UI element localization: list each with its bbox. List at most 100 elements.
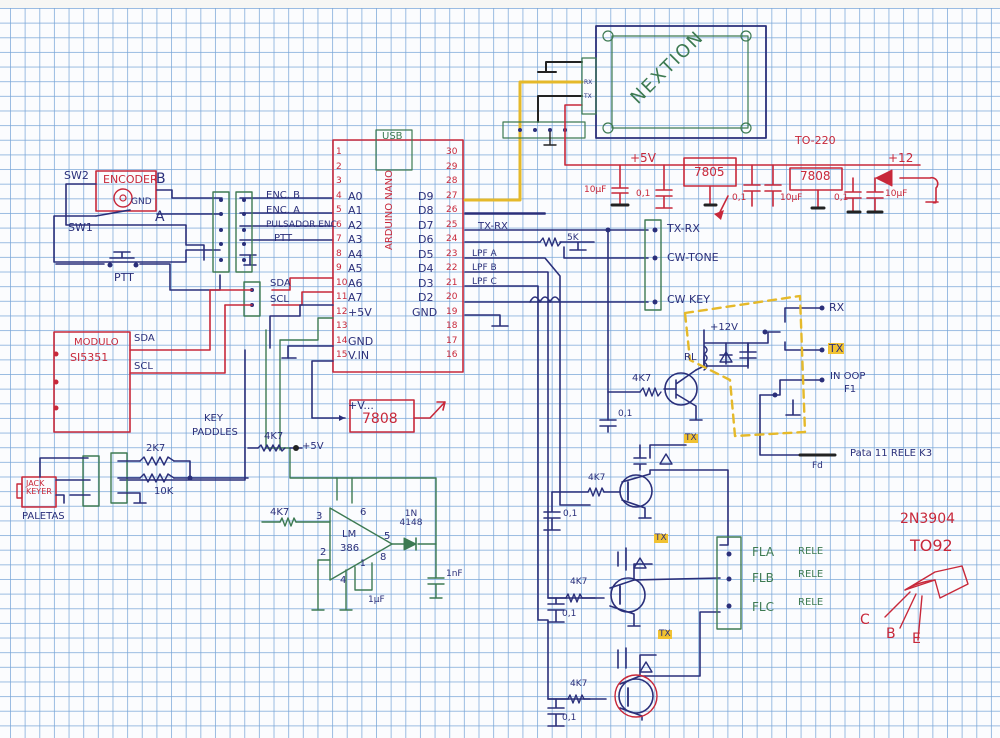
lpf-a-resistor-label: 4K7: [588, 473, 606, 483]
arduino-right-pin-name: D8: [418, 204, 434, 217]
lpf-a-transistor: [619, 474, 653, 508]
relay-k3-note: Pata 11 RELE K3: [850, 448, 933, 459]
encoder-pin-a: A: [155, 209, 165, 225]
filter-flc-type: RELE: [798, 597, 824, 608]
contact-f1: F1: [844, 384, 857, 395]
encoder-header-left: [212, 191, 230, 273]
encoder-pin-gnd: GND: [131, 197, 152, 207]
lm386-pin5: 5: [384, 531, 391, 542]
relay-dashed-outline: [683, 294, 807, 438]
encoder-title: ENCODER: [103, 173, 158, 186]
minus-label: -: [932, 195, 938, 211]
relay-rl-label: RL: [684, 352, 697, 363]
reg-7805-label: 7805: [694, 165, 725, 179]
lpf-b-cap-label: 0,1: [562, 609, 577, 619]
jack-keyer-label: JACK KEYER: [26, 479, 52, 496]
usb-label: USB: [382, 131, 403, 142]
si5351-title: MODULO: [74, 337, 119, 348]
i2c-header: [243, 281, 261, 317]
lpf-c-resistor-label: 4K7: [570, 679, 588, 689]
net-lpf-c: LPF C: [472, 277, 497, 287]
net-lpf-a: LPF A: [472, 249, 497, 259]
reg-7808-vin: +V...: [348, 399, 374, 412]
si5351-sda: SDA: [134, 333, 155, 344]
arduino-left-pin-number: 12: [336, 306, 348, 317]
resistor-2k7-label: 2K7: [146, 443, 166, 454]
net-scl: SCL: [270, 294, 289, 305]
transistor-part-label: 2N3904: [900, 511, 956, 527]
transistor-pin-e: E: [912, 631, 921, 647]
arduino-right-pin-number: 20: [446, 292, 458, 302]
arduino-right-pin-name: GND: [412, 305, 438, 319]
arduino-right-pin-number: 18: [446, 321, 458, 331]
header-cw-tone: CW-TONE: [667, 251, 719, 264]
net-ptt: PTT: [274, 233, 293, 244]
arduino-right-pin-name: D9: [418, 189, 434, 203]
net-enc-b: ENC. B: [266, 190, 300, 201]
lpf-b-transistor: [610, 577, 646, 613]
transistor-package-label: TO92: [910, 536, 953, 555]
lm386-rin-label: 4K7: [270, 507, 290, 518]
arduino-right-pin-name: D7: [418, 218, 434, 232]
lm386-pin3: 3: [316, 511, 323, 522]
reg-7808-label: 7808: [800, 169, 831, 183]
reg-7808-block-name: 7808: [362, 411, 398, 427]
header-tx-rx: TX-RX: [667, 222, 700, 235]
cap-label-4: 10µF: [780, 193, 803, 203]
lm386-pin8: 8: [380, 552, 387, 563]
arduino-right-pin-number: 28: [446, 176, 458, 186]
lm386-triangle: [329, 507, 393, 581]
arduino-left-pin-name: A4: [348, 247, 363, 261]
cap-label-5: 0,1: [834, 193, 849, 203]
arduino-name: ARDUINO NANO: [384, 170, 395, 250]
paper-edge: [0, 0, 1000, 8]
header-cw-key: CW KEY: [667, 293, 710, 306]
arduino-right-pin-name: D5: [418, 247, 434, 261]
arduino-left-pin-name: A5: [348, 262, 363, 275]
net-lpf-b: LPF B: [472, 263, 497, 273]
encoder-pin-b: B: [156, 171, 166, 187]
lm386-name-2: 386: [340, 543, 360, 554]
net-tx-rx: TX-RX: [478, 221, 508, 232]
arduino-right-pin-number: 29: [446, 161, 458, 172]
key-label: KEY: [204, 413, 223, 424]
diode-1n4148-label: 1N 4148: [399, 509, 423, 528]
arduino-left-pin-number: 14: [336, 335, 348, 346]
lpf-b-resistor-label: 4K7: [570, 577, 588, 587]
ptt-switch-label: PTT: [114, 271, 134, 284]
encoder-header-right: [235, 191, 253, 273]
cap-1uf-label: 1µF: [368, 595, 385, 605]
transistor-pin-b: B: [886, 626, 896, 642]
d9-yellow-wire: [463, 80, 584, 202]
sw1-label: SW1: [68, 221, 93, 234]
arduino-left-pin-name: GND: [348, 334, 374, 348]
si5351-part: SI5351: [70, 351, 109, 364]
cap-label-3: 0,1: [732, 193, 747, 203]
plus5v-label: +5V: [630, 151, 656, 165]
arduino-right-pin-name: D4: [418, 262, 434, 275]
encoder-wiring: [53, 183, 334, 291]
to92-body: [904, 565, 969, 599]
arduino-left-pin-number: 3: [336, 176, 342, 186]
transistor-pin-c: C: [860, 612, 870, 628]
arduino-left-pin-number: 2: [336, 161, 342, 172]
arduino-right-pin-name: D2: [418, 291, 434, 304]
contact-in-oop: IN OOP: [830, 371, 866, 382]
filter-flb-name: FLB: [752, 571, 774, 585]
relay-resistor-label: 4K7: [632, 373, 652, 384]
sw2-label: SW2: [64, 169, 89, 182]
usb-connector: [375, 129, 413, 171]
arduino-left-pin-number: 10: [336, 277, 348, 288]
cap-label-1: 10µF: [584, 185, 607, 195]
filter-fla-type: RELE: [798, 546, 824, 557]
filter-relay-header: [716, 536, 742, 630]
arduino-nano-outline: [332, 139, 464, 373]
arduino-left-pin-name: V.IN: [348, 349, 370, 362]
nextion-rx: RX: [584, 79, 593, 86]
lpf-c-cap-label: 0,1: [562, 713, 577, 723]
arduino-left-pin-name: A3: [348, 233, 363, 246]
si5351-scl: SCL: [134, 361, 153, 372]
pullup-5v-label: +5V: [302, 441, 324, 452]
arduino-left-pin-number: 5: [336, 205, 342, 215]
arduino-right-pin-number: 27: [446, 190, 458, 201]
